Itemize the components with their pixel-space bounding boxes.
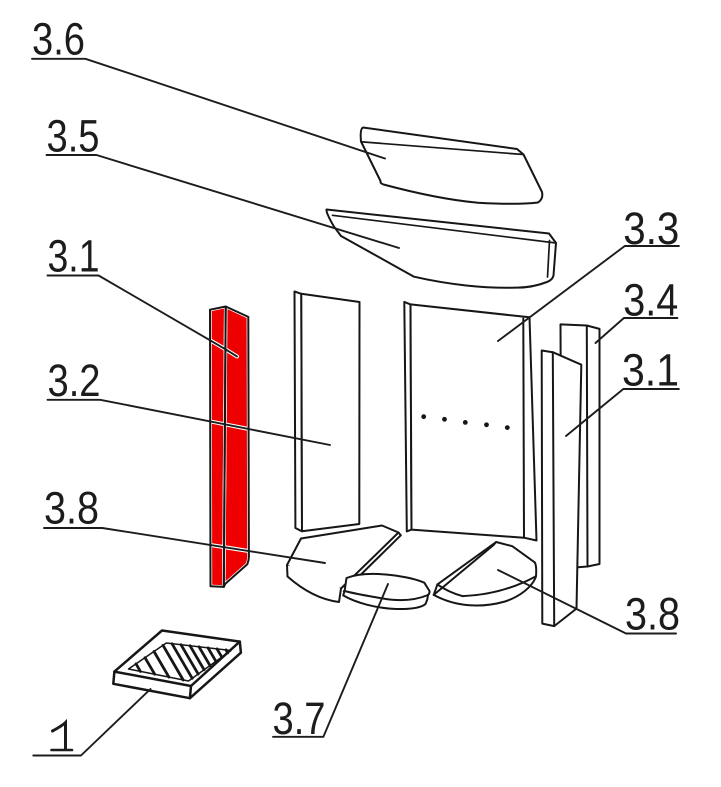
svg-text:3.5: 3.5 xyxy=(47,111,100,162)
svg-text:3.6: 3.6 xyxy=(32,14,85,65)
svg-text:3.8: 3.8 xyxy=(44,483,99,534)
svg-text:3.8: 3.8 xyxy=(625,589,680,640)
svg-text:3.1: 3.1 xyxy=(622,345,679,396)
svg-text:3.4: 3.4 xyxy=(623,275,678,326)
svg-text:3.1: 3.1 xyxy=(48,231,100,282)
svg-text:3.2: 3.2 xyxy=(48,355,101,406)
svg-text:3.7: 3.7 xyxy=(273,693,326,744)
svg-text:3.3: 3.3 xyxy=(623,203,679,254)
